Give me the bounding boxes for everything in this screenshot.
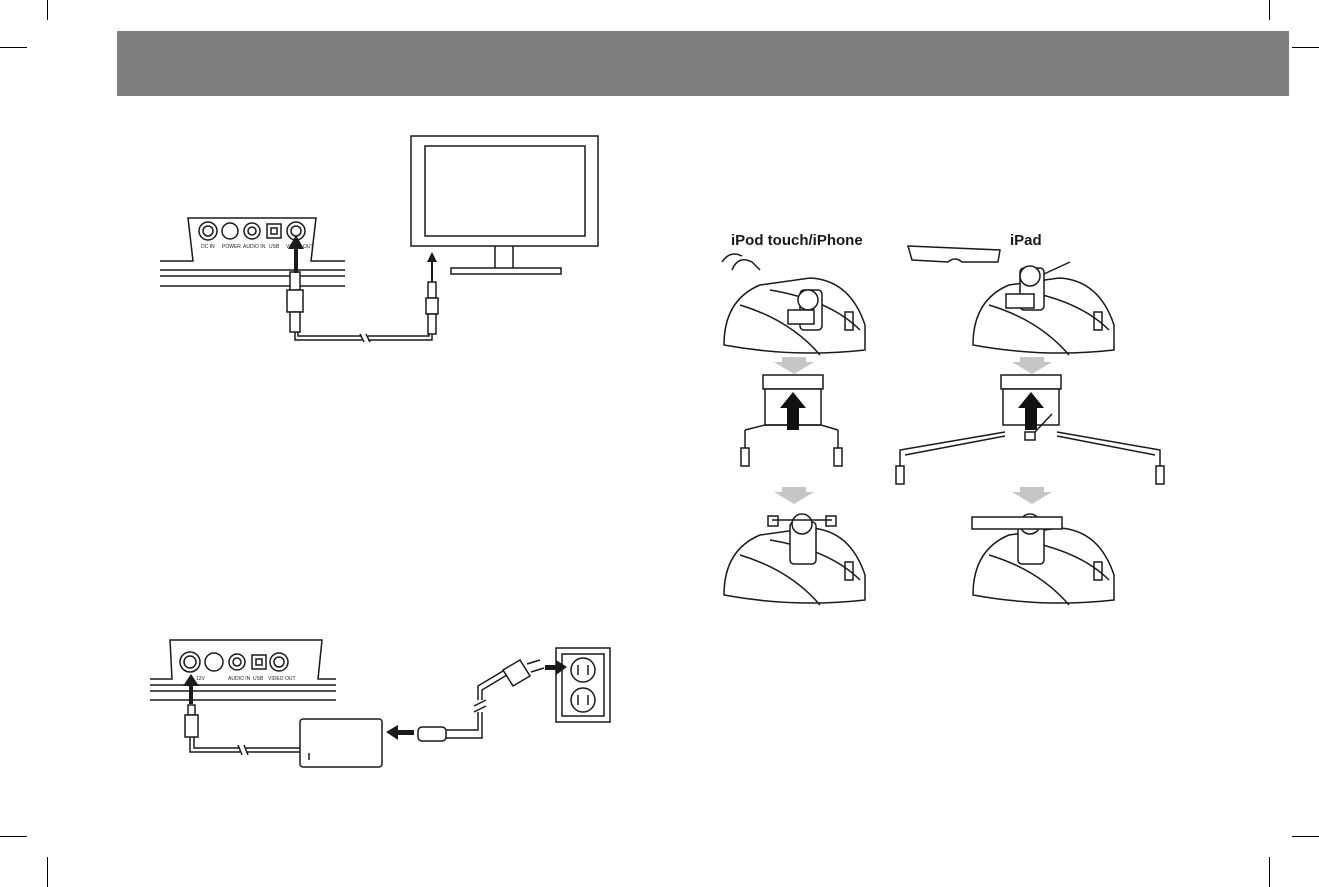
bottom-port-labels: 12V AUDIO IN USB VIDEO OUT bbox=[196, 676, 296, 682]
top-port-labels: DC IN POWER AUDIO IN USB VIDEO OUT bbox=[201, 244, 314, 250]
crop-mark-top-right-h bbox=[1292, 47, 1319, 48]
wall-outlet bbox=[555, 647, 611, 723]
crop-mark-bottom-left-v bbox=[47, 857, 48, 887]
port-label-video-out-bottom: VIDEO OUT bbox=[268, 676, 296, 682]
port-label-12v: 12V bbox=[196, 676, 206, 682]
port-label-usb: USB bbox=[269, 244, 280, 250]
crop-mark-top-right-v bbox=[1269, 0, 1270, 20]
dock-iphone-bottom bbox=[723, 513, 866, 606]
header-band bbox=[117, 31, 1289, 96]
label-ipod-iphone: iPod touch/iPhone bbox=[731, 232, 863, 249]
tv-monitor bbox=[410, 135, 599, 247]
port-label-video-out: VIDEO OUT bbox=[286, 244, 314, 250]
crop-mark-top-left-v bbox=[47, 0, 48, 20]
crop-mark-bottom-right-h bbox=[1292, 836, 1319, 837]
crop-mark-bottom-left-h bbox=[0, 836, 27, 837]
dock-iphone-top bbox=[721, 253, 866, 356]
crop-mark-top-left-h bbox=[0, 47, 27, 48]
port-label-audio-in: AUDIO IN bbox=[243, 244, 266, 250]
power-adapter bbox=[299, 718, 383, 768]
crop-mark-bottom-right-v bbox=[1269, 857, 1270, 887]
port-label-audio-in-bottom: AUDIO IN bbox=[228, 676, 251, 682]
dock-ipad-bottom bbox=[971, 513, 1115, 606]
port-label-power: POWER bbox=[222, 244, 241, 250]
port-label-usb-bottom: USB bbox=[253, 676, 264, 682]
label-ipad: iPad bbox=[1010, 232, 1042, 249]
dock-ipad-top bbox=[906, 245, 1115, 356]
port-label-dc-in: DC IN bbox=[201, 244, 215, 250]
